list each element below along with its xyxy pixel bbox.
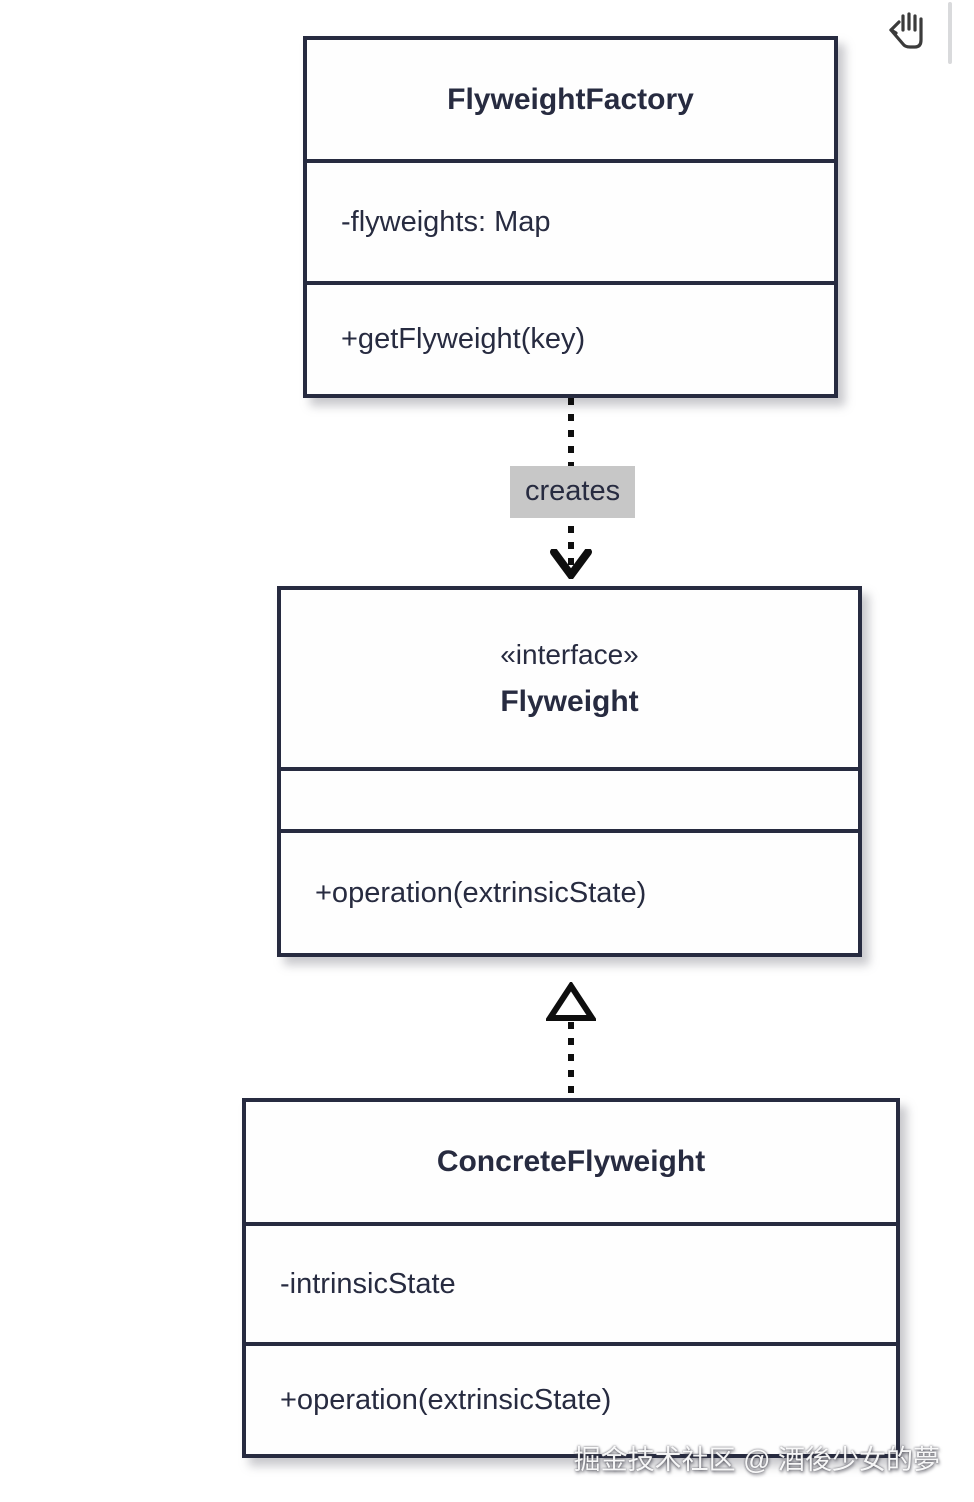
open-arrowhead-icon — [550, 549, 592, 579]
watermark: 掘金技术社区 @ 酒後少女的夢 — [573, 1445, 940, 1475]
method: +operation(extrinsicState) — [315, 876, 647, 909]
class-name: Flyweight — [500, 684, 639, 718]
edge-label-text: creates — [525, 475, 621, 507]
method: +operation(extrinsicState) — [280, 1383, 612, 1416]
class-attributes-section: -flyweights: Map — [307, 159, 834, 281]
pan-hand-icon — [889, 12, 923, 49]
class-methods-section: +getFlyweight(key) — [307, 281, 834, 394]
edge-label-creates: creates — [510, 466, 636, 518]
realization-edge-line — [568, 1022, 574, 1098]
class-box-flyweight: «interface» Flyweight +operation(extrins… — [277, 586, 862, 957]
class-box-flyweight-factory: FlyweightFactory -flyweights: Map +getFl… — [303, 36, 838, 398]
class-methods-section: +operation(extrinsicState) — [246, 1342, 896, 1454]
method: +getFlyweight(key) — [341, 323, 586, 355]
scrollbar-thumb[interactable] — [948, 2, 952, 64]
class-box-concrete-flyweight: ConcreteFlyweight -intrinsicState +opera… — [242, 1098, 900, 1458]
class-name: ConcreteFlyweight — [436, 1145, 706, 1178]
class-methods-section: +operation(extrinsicState) — [281, 829, 858, 953]
class-attributes-section-empty — [281, 767, 858, 829]
attribute: -flyweights: Map — [341, 205, 551, 238]
attribute: -intrinsicState — [280, 1267, 456, 1300]
class-attributes-section: -intrinsicState — [246, 1222, 896, 1342]
class-name: FlyweightFactory — [447, 82, 694, 116]
hollow-triangle-arrowhead-icon — [546, 982, 596, 1021]
class-stereotype: «interface» — [500, 638, 639, 670]
class-title-section: ConcreteFlyweight — [246, 1102, 896, 1222]
class-title-section: «interface» Flyweight — [281, 590, 858, 767]
class-title-section: FlyweightFactory — [307, 40, 834, 159]
